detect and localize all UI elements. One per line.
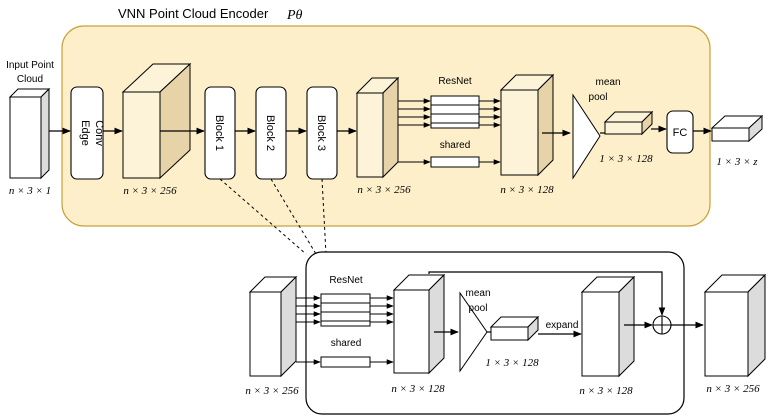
feature-cuboid-256 <box>121 62 192 180</box>
dim-edgeconv: n × 3 × 256 <box>123 185 177 197</box>
dim-detail-out: n × 3 × 256 <box>706 383 760 395</box>
edge-conv-block <box>70 86 104 180</box>
encoder-title: VNN Point Cloud Encoder <box>118 6 269 21</box>
shared-label: shared <box>440 140 471 151</box>
input-cuboid <box>8 87 51 180</box>
input-label-line1: Input Point <box>6 60 54 71</box>
dim-detail-expanded: n × 3 × 128 <box>579 385 633 397</box>
mean-label: mean <box>595 77 620 88</box>
latent-cuboid <box>710 114 764 143</box>
encoder-title-symbol: Pθ <box>286 8 303 23</box>
shared-bar <box>398 156 501 168</box>
expand-label: expand <box>546 320 579 331</box>
sum-node-icon <box>652 315 672 335</box>
detail-output-cuboid <box>703 273 767 378</box>
dim-detail-resnet-out: n × 3 × 128 <box>391 383 445 395</box>
detail-resnet-output-cuboid <box>392 273 446 375</box>
edge-conv-label-2: Conv <box>93 120 105 146</box>
dim-pooled: 1 × 3 × 128 <box>599 153 653 165</box>
fc-block <box>666 110 694 154</box>
mean-pool-triangle <box>572 93 601 180</box>
detail-mean-pool-triangle <box>459 291 488 373</box>
detail-shared-bar <box>296 356 394 368</box>
detail-mean-label: mean <box>465 288 490 299</box>
dim-input: n × 3 × 1 <box>9 185 51 197</box>
resnet-output-cuboid <box>499 73 555 177</box>
detail-shared-label: shared <box>331 338 362 349</box>
detail-input-cuboid <box>248 275 298 378</box>
pooled-cuboid <box>603 110 654 136</box>
dim-block3-out: n × 3 × 256 <box>357 184 411 196</box>
dim-resnet-out: n × 3 × 128 <box>500 184 554 196</box>
block-2-label: Block 2 <box>264 115 276 151</box>
detail-resnet-label: ResNet <box>329 275 363 286</box>
resnet-bars <box>398 95 501 129</box>
input-label-line2: Cloud <box>17 74 43 85</box>
block-3-label: Block 3 <box>315 115 327 151</box>
block3-output-cuboid <box>355 76 400 179</box>
block-1-label: Block 1 <box>213 115 225 151</box>
resnet-label: ResNet <box>438 76 472 87</box>
dim-detail-pooled: 1 × 3 × 128 <box>485 357 539 369</box>
detail-pooled-cuboid <box>489 315 540 342</box>
pool-label: pool <box>589 92 608 103</box>
edge-conv-label-1: Edge <box>79 120 91 146</box>
fc-label: FC <box>673 127 688 139</box>
detail-pool-label: pool <box>469 303 488 314</box>
detail-expanded-cuboid <box>580 275 636 378</box>
detail-resnet-bars <box>296 293 394 327</box>
dim-latent: 1 × 3 × z <box>716 156 758 168</box>
skip-connection <box>428 271 666 316</box>
detail-connector-lines <box>219 178 327 255</box>
dim-detail-in: n × 3 × 256 <box>245 385 299 397</box>
